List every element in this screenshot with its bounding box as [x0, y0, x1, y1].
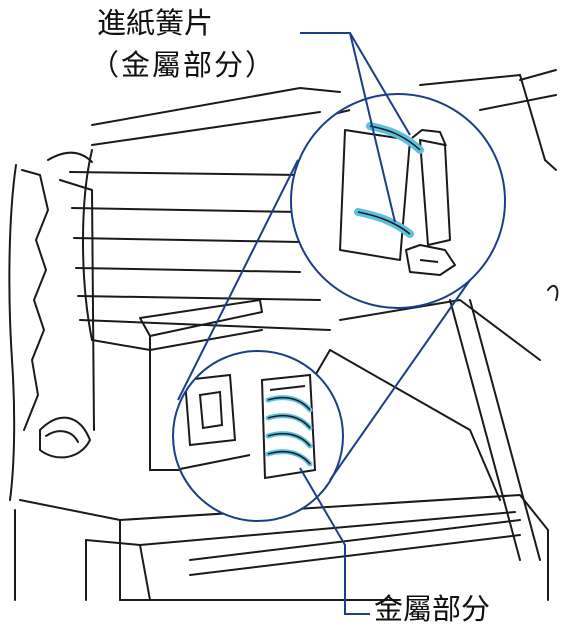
bottom-zoom-interior	[173, 351, 343, 521]
top-zoom-interior	[291, 94, 505, 308]
zoom-connector-left	[177, 159, 299, 401]
callout-title: 進紙簧片	[97, 6, 214, 40]
bottom-label: 金屬部分	[374, 592, 491, 626]
callout-subtitle: （金屬部分）	[90, 48, 277, 82]
leader-top-b	[349, 32, 396, 223]
leader-bottom	[299, 467, 370, 615]
bottom-zoom-circle	[172, 350, 344, 522]
top-zoom-circle	[290, 93, 506, 309]
zoom-connector-right	[329, 279, 471, 481]
callout-overlay	[172, 32, 506, 615]
scanner-body	[8, 69, 559, 601]
